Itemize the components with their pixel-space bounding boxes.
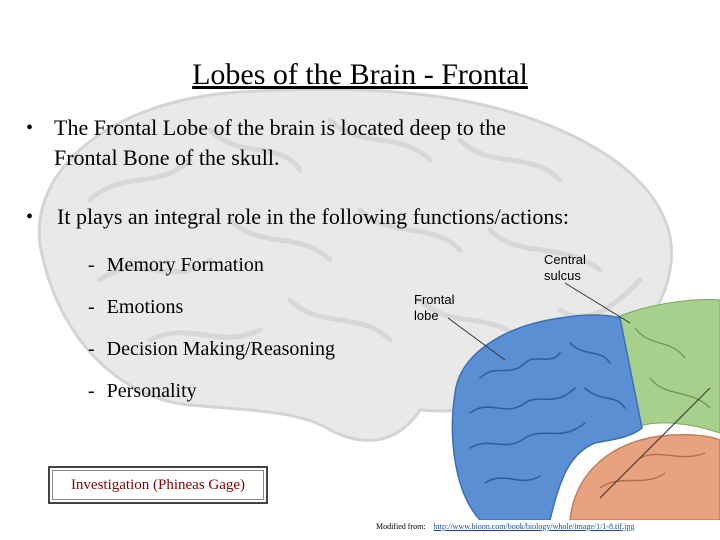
frontal-lobe-region xyxy=(451,314,643,520)
function-item-emotions: -Emotions xyxy=(88,296,184,318)
label-frontal-lobe-1: Frontal xyxy=(414,292,455,307)
bullet-text: It plays an integral role in the followi… xyxy=(57,204,569,229)
function-item-memory: -Memory Formation xyxy=(88,254,264,276)
function-item-decision: -Decision Making/Reasoning xyxy=(88,338,335,360)
bullet-marker: • xyxy=(26,206,34,228)
bullet-text: The Frontal Lobe of the brain is located… xyxy=(54,115,507,170)
image-credit: Modified from: http://www.bioon.com/book… xyxy=(376,522,634,531)
investigation-button-label[interactable]: Investigation (Phineas Gage) xyxy=(52,470,264,500)
bullet-functions: • It plays an integral role in the follo… xyxy=(26,202,706,234)
bullet-marker: • xyxy=(26,117,34,139)
temporal-lobe-region xyxy=(569,434,720,520)
label-central-sulcus-1: Central xyxy=(544,252,586,267)
bullet-frontal-location: • The Frontal Lobe of the brain is locat… xyxy=(26,113,646,177)
slide-title: Lobes of the Brain - Frontal xyxy=(192,58,528,91)
parietal-lobe-region xyxy=(614,299,720,434)
credit-link[interactable]: http://www.bioon.com/book/biology/whole/… xyxy=(433,522,635,531)
label-frontal-lobe-2: lobe xyxy=(414,308,439,323)
investigation-button[interactable]: Investigation (Phineas Gage) xyxy=(48,466,268,504)
label-central-sulcus-2: sulcus xyxy=(544,268,581,283)
credit-prefix: Modified from: xyxy=(376,522,426,531)
function-item-personality: -Personality xyxy=(88,380,197,402)
brain-lobe-diagram: Central sulcus Frontal lobe xyxy=(414,252,720,520)
